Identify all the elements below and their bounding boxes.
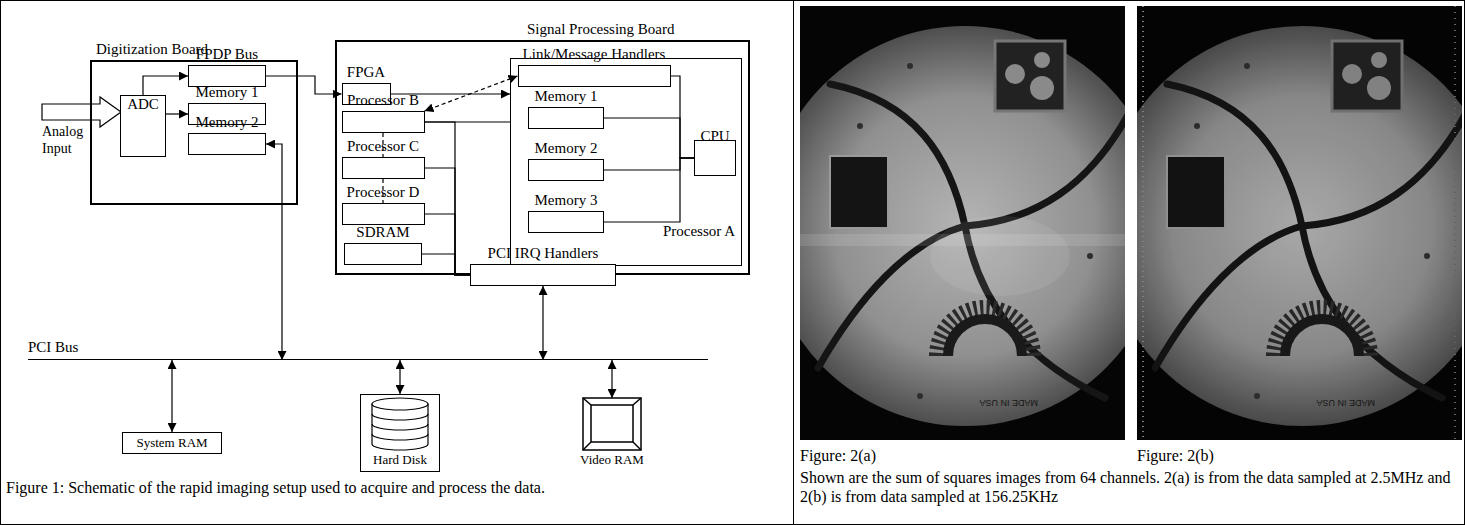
node-label: Hard Disk: [373, 453, 427, 468]
figure-caption-box: Figure 1: Schematic of the rapid imaging…: [6, 478, 566, 497]
input-label: Analog Input: [42, 124, 104, 158]
node-label: CPU: [700, 127, 729, 145]
disk-box: Hard Disk: [360, 394, 440, 472]
image-2a: [765, 6, 1165, 440]
disk-icon: [372, 434, 428, 440]
disk-icon: [372, 404, 428, 450]
figure-caption: Figure 1: Schematic of the rapid imaging…: [6, 478, 566, 497]
monitor-icon: [633, 442, 641, 450]
node-label: PCI IRQ Handlers: [488, 244, 599, 262]
data-line: [422, 254, 470, 275]
cpu-box: CPU: [694, 140, 736, 176]
input-label-box: Analog Input: [42, 124, 104, 158]
board-frame: Digitization BoardADCFPDP BusMemory 1Mem…: [90, 60, 298, 205]
data-line: [171, 360, 172, 432]
phantom-print: MADE IN USA: [1305, 397, 1375, 408]
bus-line: PCI Bus: [28, 338, 708, 360]
group-heading: Signal Processing Board: [527, 20, 938, 38]
converter-box: ADC: [120, 95, 166, 157]
data-line: [671, 76, 695, 158]
table-divider: [793, 0, 794, 525]
data-line: [425, 122, 471, 275]
data-line: [266, 76, 342, 94]
node-label: Link/Message Handlers: [523, 45, 666, 63]
node-label: FPGA: [347, 63, 385, 81]
group-heading: Processor A: [663, 222, 735, 240]
monitor-icon: [583, 398, 641, 450]
figure-note: Shown are the sum of squares images from…: [800, 468, 1460, 506]
data-line: [611, 360, 612, 398]
image-2b: [1102, 6, 1465, 440]
figure-label: Figure: 2(a): [800, 446, 1000, 465]
node-label: ADC: [127, 95, 159, 113]
node-label: FPDP Bus: [196, 45, 258, 63]
memory-box: Memory 1: [528, 107, 604, 129]
memory-box: Memory 2: [188, 133, 266, 155]
disk-icon: [372, 398, 428, 410]
phantom-print-box: MADE IN USA: [968, 397, 1038, 408]
link-dashed: [425, 76, 518, 111]
monitor-icon: [583, 398, 591, 405]
image-2a: [765, 6, 1165, 440]
processor-frame: Processor ALink/Message HandlersMemory 1…: [510, 58, 742, 266]
node-label: PCI Bus: [28, 338, 708, 356]
noise-veil: [1137, 6, 1462, 440]
data-line: [266, 144, 282, 360]
disk-icon: [372, 398, 428, 450]
handler-box: PCI IRQ Handlers: [470, 264, 616, 286]
monitor-icon: [583, 398, 641, 450]
bus-box: FPDP Bus: [188, 65, 266, 87]
figure-note-box: Shown are the sum of squares images from…: [800, 468, 1460, 506]
data-line: [604, 118, 694, 158]
disk-icon: [372, 414, 428, 420]
data-line: [143, 76, 188, 95]
handler-box: Link/Message Handlers: [518, 65, 671, 87]
image-2b: [1102, 6, 1465, 440]
monitor-box: Video RAM: [572, 398, 652, 470]
node-label: System RAM: [136, 436, 207, 451]
monitor-icon: [583, 442, 591, 450]
data-line: [542, 286, 543, 360]
node-label: Processor D: [347, 183, 420, 201]
node-label: Memory 1: [535, 87, 598, 105]
input-arrow: [42, 97, 121, 127]
figure-label-box: Figure: 2(b): [1137, 446, 1337, 465]
data-line: [425, 168, 471, 275]
processor-box: Processor C: [342, 157, 425, 179]
node-label: SDRAM: [356, 223, 409, 241]
data-line: [604, 158, 694, 222]
node-label: Memory 2: [196, 113, 259, 131]
data-line: [425, 214, 471, 275]
data-line: [399, 360, 400, 394]
figure-label: Figure: 2(b): [1137, 446, 1337, 465]
node-label: Memory 2: [535, 139, 598, 157]
memory-box: SDRAM: [344, 243, 422, 265]
figure-label-box: Figure: 2(a): [800, 446, 1000, 465]
memory-box: Memory 2: [528, 159, 604, 181]
disk-icon: [372, 424, 428, 430]
data-line: [166, 113, 188, 114]
node-label: Processor B: [347, 91, 419, 109]
memory-box: Memory 3: [528, 211, 604, 233]
bright-region: [930, 216, 1070, 296]
monitor-icon: [633, 398, 641, 405]
node-label: Memory 3: [535, 191, 598, 209]
node-label: Processor C: [347, 137, 419, 155]
node-label: Memory 1: [196, 83, 259, 101]
connectors: [143, 76, 694, 432]
monitor-icon: [591, 405, 633, 442]
phantom-print-box: MADE IN USA: [1305, 397, 1375, 408]
processor-box: Processor D: [342, 203, 425, 225]
memory-box: System RAM: [122, 432, 222, 454]
board-frame: Signal Processing BoardFPGAProcessor BPr…: [335, 40, 750, 275]
node-label: Video RAM: [580, 453, 644, 468]
processor-box: Processor B: [342, 111, 425, 133]
phantom-print: MADE IN USA: [968, 397, 1038, 408]
